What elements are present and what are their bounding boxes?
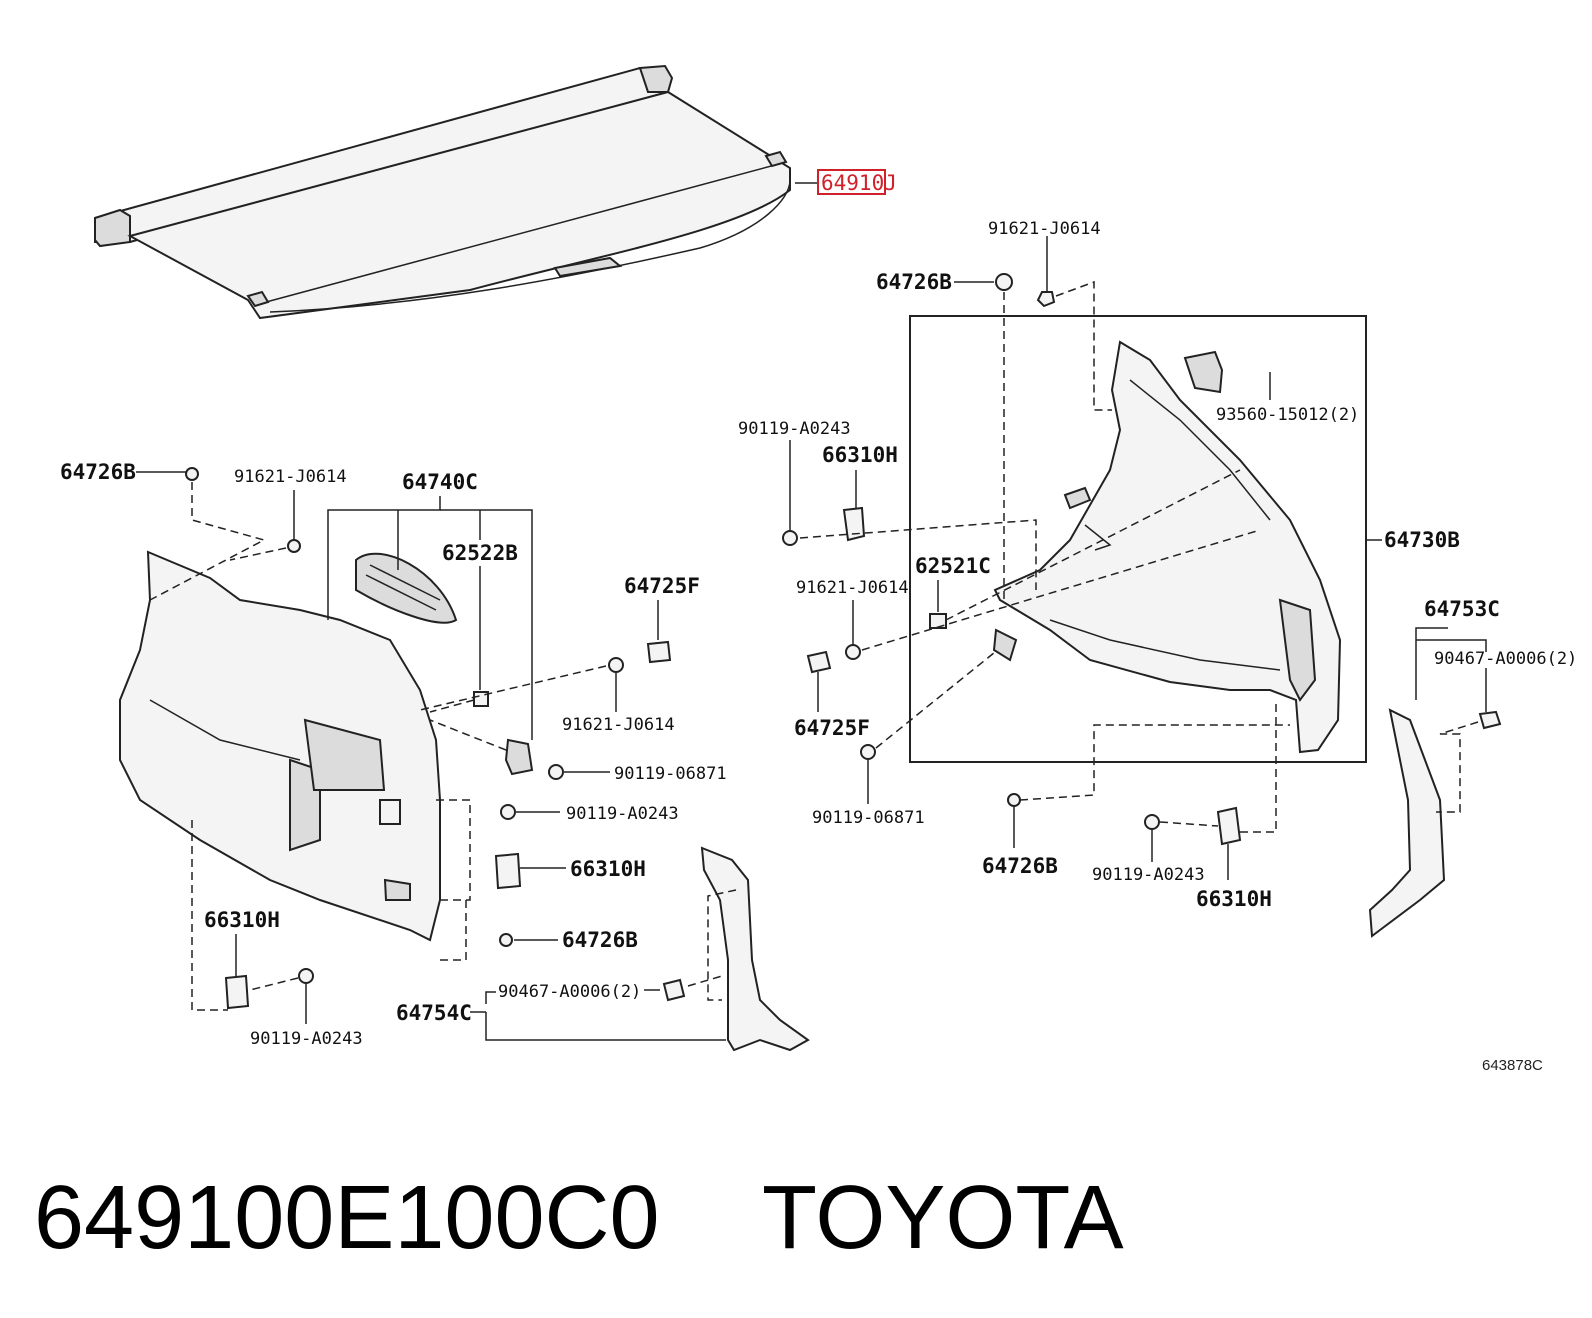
clip-64725f-l-icon xyxy=(646,640,672,664)
clip-91621-top-icon xyxy=(1036,291,1056,308)
clip-91621-left-icon xyxy=(287,539,301,553)
label-90119-a0243-r[interactable]: 90119-A0243 xyxy=(738,419,851,439)
label-91621-left[interactable]: 91621-J0614 xyxy=(234,467,347,487)
screw-06871-r-icon xyxy=(860,744,876,760)
clip-64726b-l2-icon xyxy=(499,933,513,947)
label-62521c[interactable]: 62521C xyxy=(915,554,991,578)
label-64725f-l[interactable]: 64725F xyxy=(624,574,700,598)
screw-a0243-l2-icon xyxy=(298,968,314,984)
retainer-62521c-icon xyxy=(929,613,947,629)
label-64910j[interactable]: 64910J xyxy=(821,171,897,195)
label-90119-a0243-l2[interactable]: 90119-A0243 xyxy=(250,1029,363,1049)
label-64726b-left[interactable]: 64726B xyxy=(60,460,136,484)
clip-bracket-icon xyxy=(504,738,534,776)
label-91621-mid[interactable]: 91621-J0614 xyxy=(796,578,909,598)
label-91621-l2[interactable]: 91621-J0614 xyxy=(562,715,675,735)
clip-64726b-top-icon xyxy=(995,273,1013,291)
label-90119-06871-r[interactable]: 90119-06871 xyxy=(812,808,925,828)
fastener-a0006-l-icon xyxy=(662,978,686,1002)
screw-a0243-bot-icon xyxy=(1144,814,1160,830)
screw-06871-l-icon xyxy=(548,764,564,780)
retainer-62522b-icon xyxy=(473,691,489,707)
label-90467-a0006-r[interactable]: 90467-A0006(2) xyxy=(1434,649,1577,669)
pillar-64753c-illustration xyxy=(1368,708,1446,938)
bracket-66310h-bot-icon xyxy=(1216,806,1242,846)
clip-91621-l2-icon xyxy=(608,657,624,673)
footer-brand: TOYOTA xyxy=(762,1168,1124,1268)
label-66310h-bot[interactable]: 66310H xyxy=(1196,887,1272,911)
label-90467-a0006-l[interactable]: 90467-A0006(2) xyxy=(498,982,641,1002)
footer-part-number: 649100E100C0 xyxy=(34,1168,660,1268)
label-90119-a0243-l[interactable]: 90119-A0243 xyxy=(566,804,679,824)
quarter-trim-left-illustration xyxy=(119,550,441,942)
label-93560[interactable]: 93560-15012(2) xyxy=(1216,405,1359,425)
fastener-a0006-r-icon xyxy=(1478,710,1502,730)
label-64726b-l2[interactable]: 64726B xyxy=(562,928,638,952)
illustration-id: 643878C xyxy=(1482,1057,1543,1074)
screw-a0243-r-icon xyxy=(782,530,798,546)
clip-64725f-r-icon xyxy=(806,650,832,674)
label-64753c[interactable]: 64753C xyxy=(1424,597,1500,621)
bracket-66310h-r-icon xyxy=(842,506,866,542)
label-64754c[interactable]: 64754C xyxy=(396,1001,472,1025)
clip-64726b-left-icon xyxy=(185,467,199,481)
label-66310h-r[interactable]: 66310H xyxy=(822,443,898,467)
bracket-66310h-l2-icon xyxy=(224,974,250,1010)
label-64726b-bot[interactable]: 64726B xyxy=(982,854,1058,878)
label-64730b[interactable]: 64730B xyxy=(1384,528,1460,552)
highlight-box xyxy=(817,169,886,195)
label-64740c[interactable]: 64740C xyxy=(402,470,478,494)
label-90119-a0243-bot[interactable]: 90119-A0243 xyxy=(1092,865,1205,885)
tonneau-cover-illustration xyxy=(94,64,791,320)
bracket-66310h-l-icon xyxy=(494,852,522,890)
clip-64726b-bot-icon xyxy=(1007,793,1021,807)
label-91621-top[interactable]: 91621-J0614 xyxy=(988,219,1101,239)
label-64725f-r[interactable]: 64725F xyxy=(794,716,870,740)
screw-a0243-l-icon xyxy=(500,804,516,820)
retainer-clip-icon xyxy=(992,628,1018,662)
clip-91621-mid-icon xyxy=(845,644,861,660)
quarter-trim-right-illustration xyxy=(993,340,1342,754)
label-66310h-l2[interactable]: 66310H xyxy=(204,908,280,932)
label-90119-06871-l[interactable]: 90119-06871 xyxy=(614,764,727,784)
grille-62522b-illustration xyxy=(355,552,458,624)
label-66310h-l[interactable]: 66310H xyxy=(570,857,646,881)
right-assembly-frame xyxy=(909,315,1367,763)
label-62522b[interactable]: 62522B xyxy=(442,541,518,565)
label-64726b-top[interactable]: 64726B xyxy=(876,270,952,294)
pillar-64754c-illustration xyxy=(700,846,810,1052)
